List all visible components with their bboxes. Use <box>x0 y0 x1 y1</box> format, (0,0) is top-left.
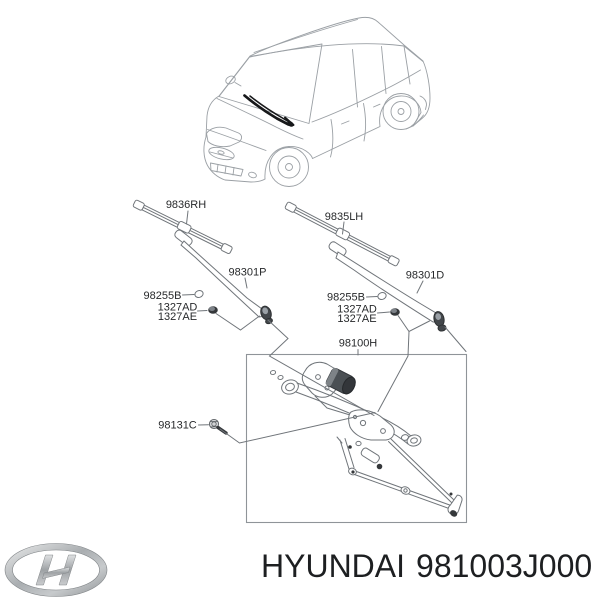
grille <box>208 146 235 161</box>
leader-lines <box>182 210 467 444</box>
vehicle-illustration <box>203 16 431 187</box>
part-number-text: 981003J000 <box>416 548 593 584</box>
wiper-arm-98301p <box>174 229 273 325</box>
label-mounting-bolt: 98131C <box>158 420 197 432</box>
wiper-arm-98301d <box>328 241 447 332</box>
windshield <box>218 43 323 124</box>
mounting-nut-left <box>208 306 218 314</box>
pivot-grommet-left <box>194 289 204 299</box>
label-pivot-cap-lh: 98255B <box>327 292 365 304</box>
wiper-motor <box>301 361 356 416</box>
brand-text: HYUNDAI <box>261 548 406 584</box>
linkage-right-pivot <box>400 434 422 447</box>
footer-caption: HYUNDAI 981003J000 <box>261 550 592 582</box>
linkage-small-link <box>348 440 383 470</box>
label-nut-lh-bottom: 1327AE <box>337 313 376 325</box>
linkage-drive-rod <box>354 438 463 517</box>
wiper-linkage-assembly <box>269 361 463 517</box>
pivot-grommet-right <box>377 291 387 301</box>
label-arm-rh: 98301P <box>229 267 267 279</box>
label-blade-rh: 9836RH <box>166 199 206 211</box>
side-mirror <box>225 75 242 87</box>
wiper-blade-9836rh <box>132 199 233 255</box>
label-nut-lh-top: 1327AD <box>337 304 377 316</box>
car-body-outline <box>205 16 431 138</box>
linkage-box <box>245 353 468 524</box>
linkage-vertical-link <box>336 436 357 476</box>
headlight <box>206 126 243 148</box>
linkage-left-pivot <box>281 379 299 395</box>
windshield-wiper-mark <box>243 94 295 127</box>
label-nut-rh-top: 1327AD <box>158 302 198 314</box>
linkage-center-plate <box>348 409 395 441</box>
hyundai-logo-icon <box>4 543 108 597</box>
footer: HYUNDAI 981003J000 <box>0 540 600 600</box>
label-blade-lh: 9835LH <box>325 211 364 223</box>
label-arm-lh: 98301D <box>406 270 445 282</box>
front-wheel <box>269 147 309 187</box>
rear-wheel <box>382 93 420 130</box>
label-nut-rh-bottom: 1327AE <box>158 311 197 323</box>
label-linkage-assembly: 98100H <box>339 338 378 350</box>
label-pivot-cap-rh: 98255B <box>144 290 182 302</box>
mounting-nut-right <box>390 308 400 316</box>
